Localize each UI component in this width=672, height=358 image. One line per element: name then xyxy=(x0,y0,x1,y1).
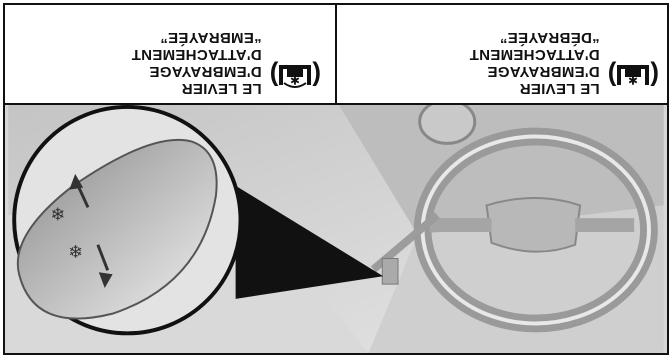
paren-close: ) xyxy=(270,63,279,89)
svg-text:✱: ✱ xyxy=(628,73,638,87)
caption-row: ( ✱ ) LE LEVIER D'EMBRAYAGE D'ATTACHEMEN… xyxy=(3,3,669,103)
caption-divider xyxy=(335,5,337,103)
lever-zoom-callout: ❄ ❄ xyxy=(14,107,240,333)
dashboard-drawing: ❄ ❄ xyxy=(5,105,667,353)
caption-engaged: ( ✱ ) LE LEVIER D'EMBRAYAGE D'ATTACHEMEN… xyxy=(131,29,321,97)
caption-line: “DÉBRAYÉE” xyxy=(469,29,599,46)
paren-open: ( xyxy=(650,63,659,89)
caption-line: LE LEVIER xyxy=(469,80,599,97)
caption-line: LE LEVIER xyxy=(131,80,261,97)
caption-line: D'ATTACHEMENT xyxy=(131,46,261,63)
svg-text:✱: ✱ xyxy=(290,73,300,87)
caption-text-disengaged: LE LEVIER D'EMBRAYAGE D'ATTACHEMENT “DÉB… xyxy=(469,29,599,97)
caption-line: D'ATTACHEMENT xyxy=(469,46,599,63)
caption-line: D'EMBRAYAGE xyxy=(469,63,599,80)
snowflake-mark-bottom: ❄ xyxy=(51,202,66,222)
snowflake-mark-top: ❄ xyxy=(68,240,83,260)
clutch-disengaged-icon: ✱ xyxy=(616,63,650,89)
clutch-engaged-icon: ✱ xyxy=(278,63,312,89)
caption-line: “EMBRAYÉE” xyxy=(131,29,261,46)
caption-line: D'EMBRAYAGE xyxy=(131,63,261,80)
caption-text-engaged: LE LEVIER D'EMBRAYAGE D'ATTACHEMENT “EMB… xyxy=(131,29,261,97)
symbol-group-disengaged: ( ✱ ) xyxy=(608,63,659,89)
symbol-group-engaged: ( ✱ ) xyxy=(270,63,321,89)
lever-illustration: ❄ ❄ xyxy=(3,103,669,355)
lever-tip-small xyxy=(382,259,398,285)
caption-disengaged: ( ✱ ) LE LEVIER D'EMBRAYAGE D'ATTACHEMEN… xyxy=(469,29,659,97)
paren-open: ( xyxy=(312,63,321,89)
gauge xyxy=(420,105,475,143)
paren-close: ) xyxy=(608,63,617,89)
